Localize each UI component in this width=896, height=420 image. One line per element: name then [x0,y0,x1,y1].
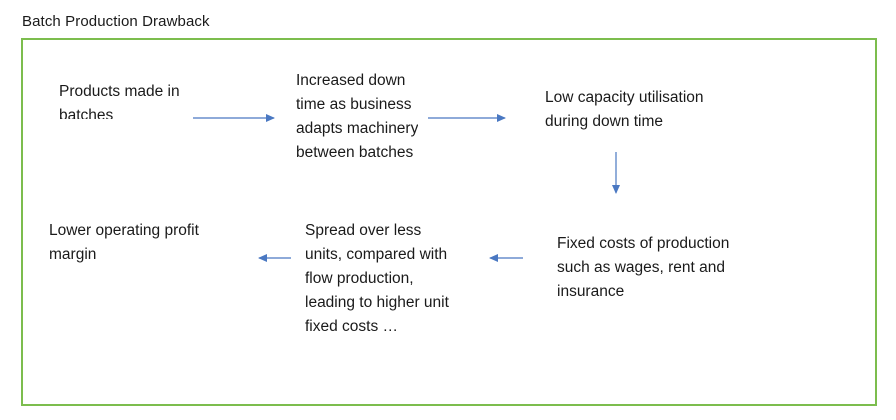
step-2-line-3: adapts machinery [296,120,419,137]
step-5-line-1: Spread over less [305,222,422,239]
step-1-line-1: Products made in [59,83,180,100]
step-4-line-1: Fixed costs of production [557,235,730,252]
step-3-line-1: Low capacity utilisation [545,89,704,106]
step-increased-down-time: Increased down time as business adapts m… [296,73,418,167]
step-2-line-2: time as business [296,96,412,113]
step-6-line-1: Lower operating profit [49,222,199,239]
step-spread-over-less-units: Spread over less units, compared with fl… [305,219,449,339]
step-lower-operating-profit-margin: Lower operating profit margin [49,219,199,267]
diagram-frame [21,38,877,406]
step-low-capacity-utilisation: Low capacity utilisation during down tim… [545,86,704,134]
step-products-made-in-batches: Products made in batches [59,80,180,119]
step-6-line-2: margin [49,246,97,263]
step-4-line-3: insurance [557,283,625,300]
step-5-line-4: leading to higher unit [305,294,449,311]
step-1-line-2: batches [59,107,114,119]
step-fixed-costs-of-production: Fixed costs of production such as wages,… [557,232,729,304]
step-5-line-5: fixed costs … [305,318,399,335]
step-5-line-2: units, compared with [305,246,448,263]
step-2-line-1: Increased down [296,73,406,89]
step-4-line-2: such as wages, rent and [557,259,726,276]
step-5-line-3: flow production, [305,270,414,287]
diagram-title: Batch Production Drawback [22,13,210,30]
step-2-line-4: between batches [296,144,414,161]
step-3-line-2: during down time [545,113,664,130]
